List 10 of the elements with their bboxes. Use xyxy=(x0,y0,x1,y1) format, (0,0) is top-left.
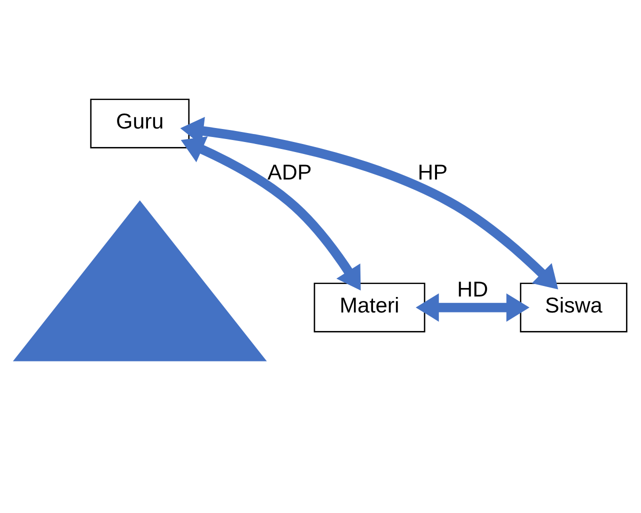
arrow xyxy=(416,293,530,322)
node-box: Guru xyxy=(90,98,190,148)
arrow xyxy=(180,116,558,290)
edge-label: ADP xyxy=(268,160,312,185)
node-box: Materi xyxy=(314,282,426,332)
node-triangle xyxy=(12,200,267,362)
arrow xyxy=(180,136,361,291)
node-box: Siswa xyxy=(520,282,628,332)
edge-label: HD xyxy=(457,278,488,302)
edge-label: HP xyxy=(418,160,448,185)
